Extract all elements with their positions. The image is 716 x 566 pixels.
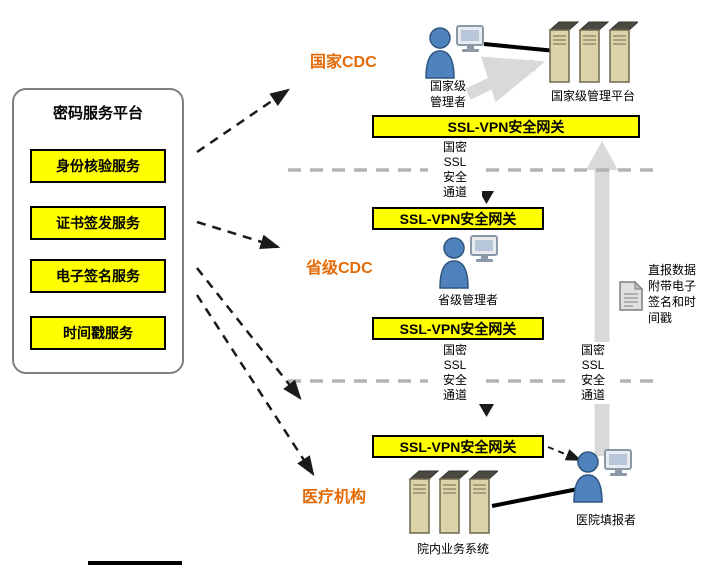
channel-line: 国密 [442,343,467,357]
section-label-provincial-cdc: 省级CDC [306,260,373,277]
provincial-admin-person-icon [438,234,500,295]
bottom-edge-artifact [88,561,182,565]
gateway-bar-provincial-upper: SSL-VPN安全网关 [372,207,544,230]
gateway-to-reporter-arrow [547,446,582,461]
hospital-reporter-label: 医院填报者 [575,513,636,527]
national-admin-platform-link [483,42,557,53]
national-admin-label: 国家级 管理者 [416,78,480,110]
channel-line: 通道 [580,388,605,402]
national-admin-label-line2: 管理者 [429,95,466,109]
hospital-system-server-icon [408,466,500,541]
report-note-line: 间戳 [648,311,673,325]
secure-channel-text-report: 国密 SSL 安全 通道 [566,342,620,404]
secure-channel-text-national: 国密 SSL 安全 通道 [428,139,482,201]
channel-line: 安全 [442,170,467,184]
report-note-line: 附带电子 [648,279,697,293]
provincial-admin-label: 省级管理者 [437,293,498,307]
channel-down-arrow-bottom [479,404,494,417]
service-electronic-signature: 电子签名服务 [30,259,166,293]
national-admin-person-icon [424,24,486,85]
report-note-line: 签名和时 [648,295,697,309]
report-note: 直报数据 附带电子 签名和时 间戳 [648,262,710,326]
hospital-reporter-person-icon [572,448,634,509]
section-label-national-cdc: 国家CDC [310,54,377,71]
crypto-service-platform-box: 密码服务平台 身份核验服务 证书签发服务 电子签名服务 时间戳服务 [12,88,184,374]
channel-line: 国密 [580,343,605,357]
national-admin-label-line1: 国家级 [429,79,466,93]
channel-line: 通道 [442,185,467,199]
channel-line: 国密 [442,140,467,154]
report-note-line: 直报数据 [648,263,697,277]
hospital-system-label: 院内业务系统 [416,542,489,556]
service-identity-verification: 身份核验服务 [30,149,166,183]
platform-arrow-to-provincial [196,220,281,250]
national-platform-server-icon [548,18,640,91]
channel-line: SSL [581,358,605,372]
channel-down-arrow-top [479,191,494,204]
hospital-system-reporter-link [491,487,579,508]
channel-line: 通道 [442,388,467,402]
platform-arrow-to-medical [195,294,315,477]
gateway-bar-provincial-lower: SSL-VPN安全网关 [372,317,544,340]
service-timestamp: 时间戳服务 [30,316,166,350]
report-flow-arrow [586,141,618,456]
platform-arrow-to-national [196,88,291,154]
service-certificate-issuance: 证书签发服务 [30,206,166,240]
gateway-bar-national: SSL-VPN安全网关 [372,115,640,138]
national-platform-label: 国家级管理平台 [550,89,635,103]
section-label-medical-org: 医疗机构 [302,489,367,506]
admin-to-platform-arrow [465,56,546,103]
secure-channel-text-provincial: 国密 SSL 安全 通道 [428,342,482,404]
platform-arrow-to-gateway [196,267,302,400]
document-icon [618,280,644,317]
channel-line: 安全 [442,373,467,387]
channel-line: SSL [443,155,467,169]
channel-line: 安全 [580,373,605,387]
channel-line: SSL [443,358,467,372]
gateway-bar-medical: SSL-VPN安全网关 [372,435,544,458]
platform-title: 密码服务平台 [52,105,143,122]
